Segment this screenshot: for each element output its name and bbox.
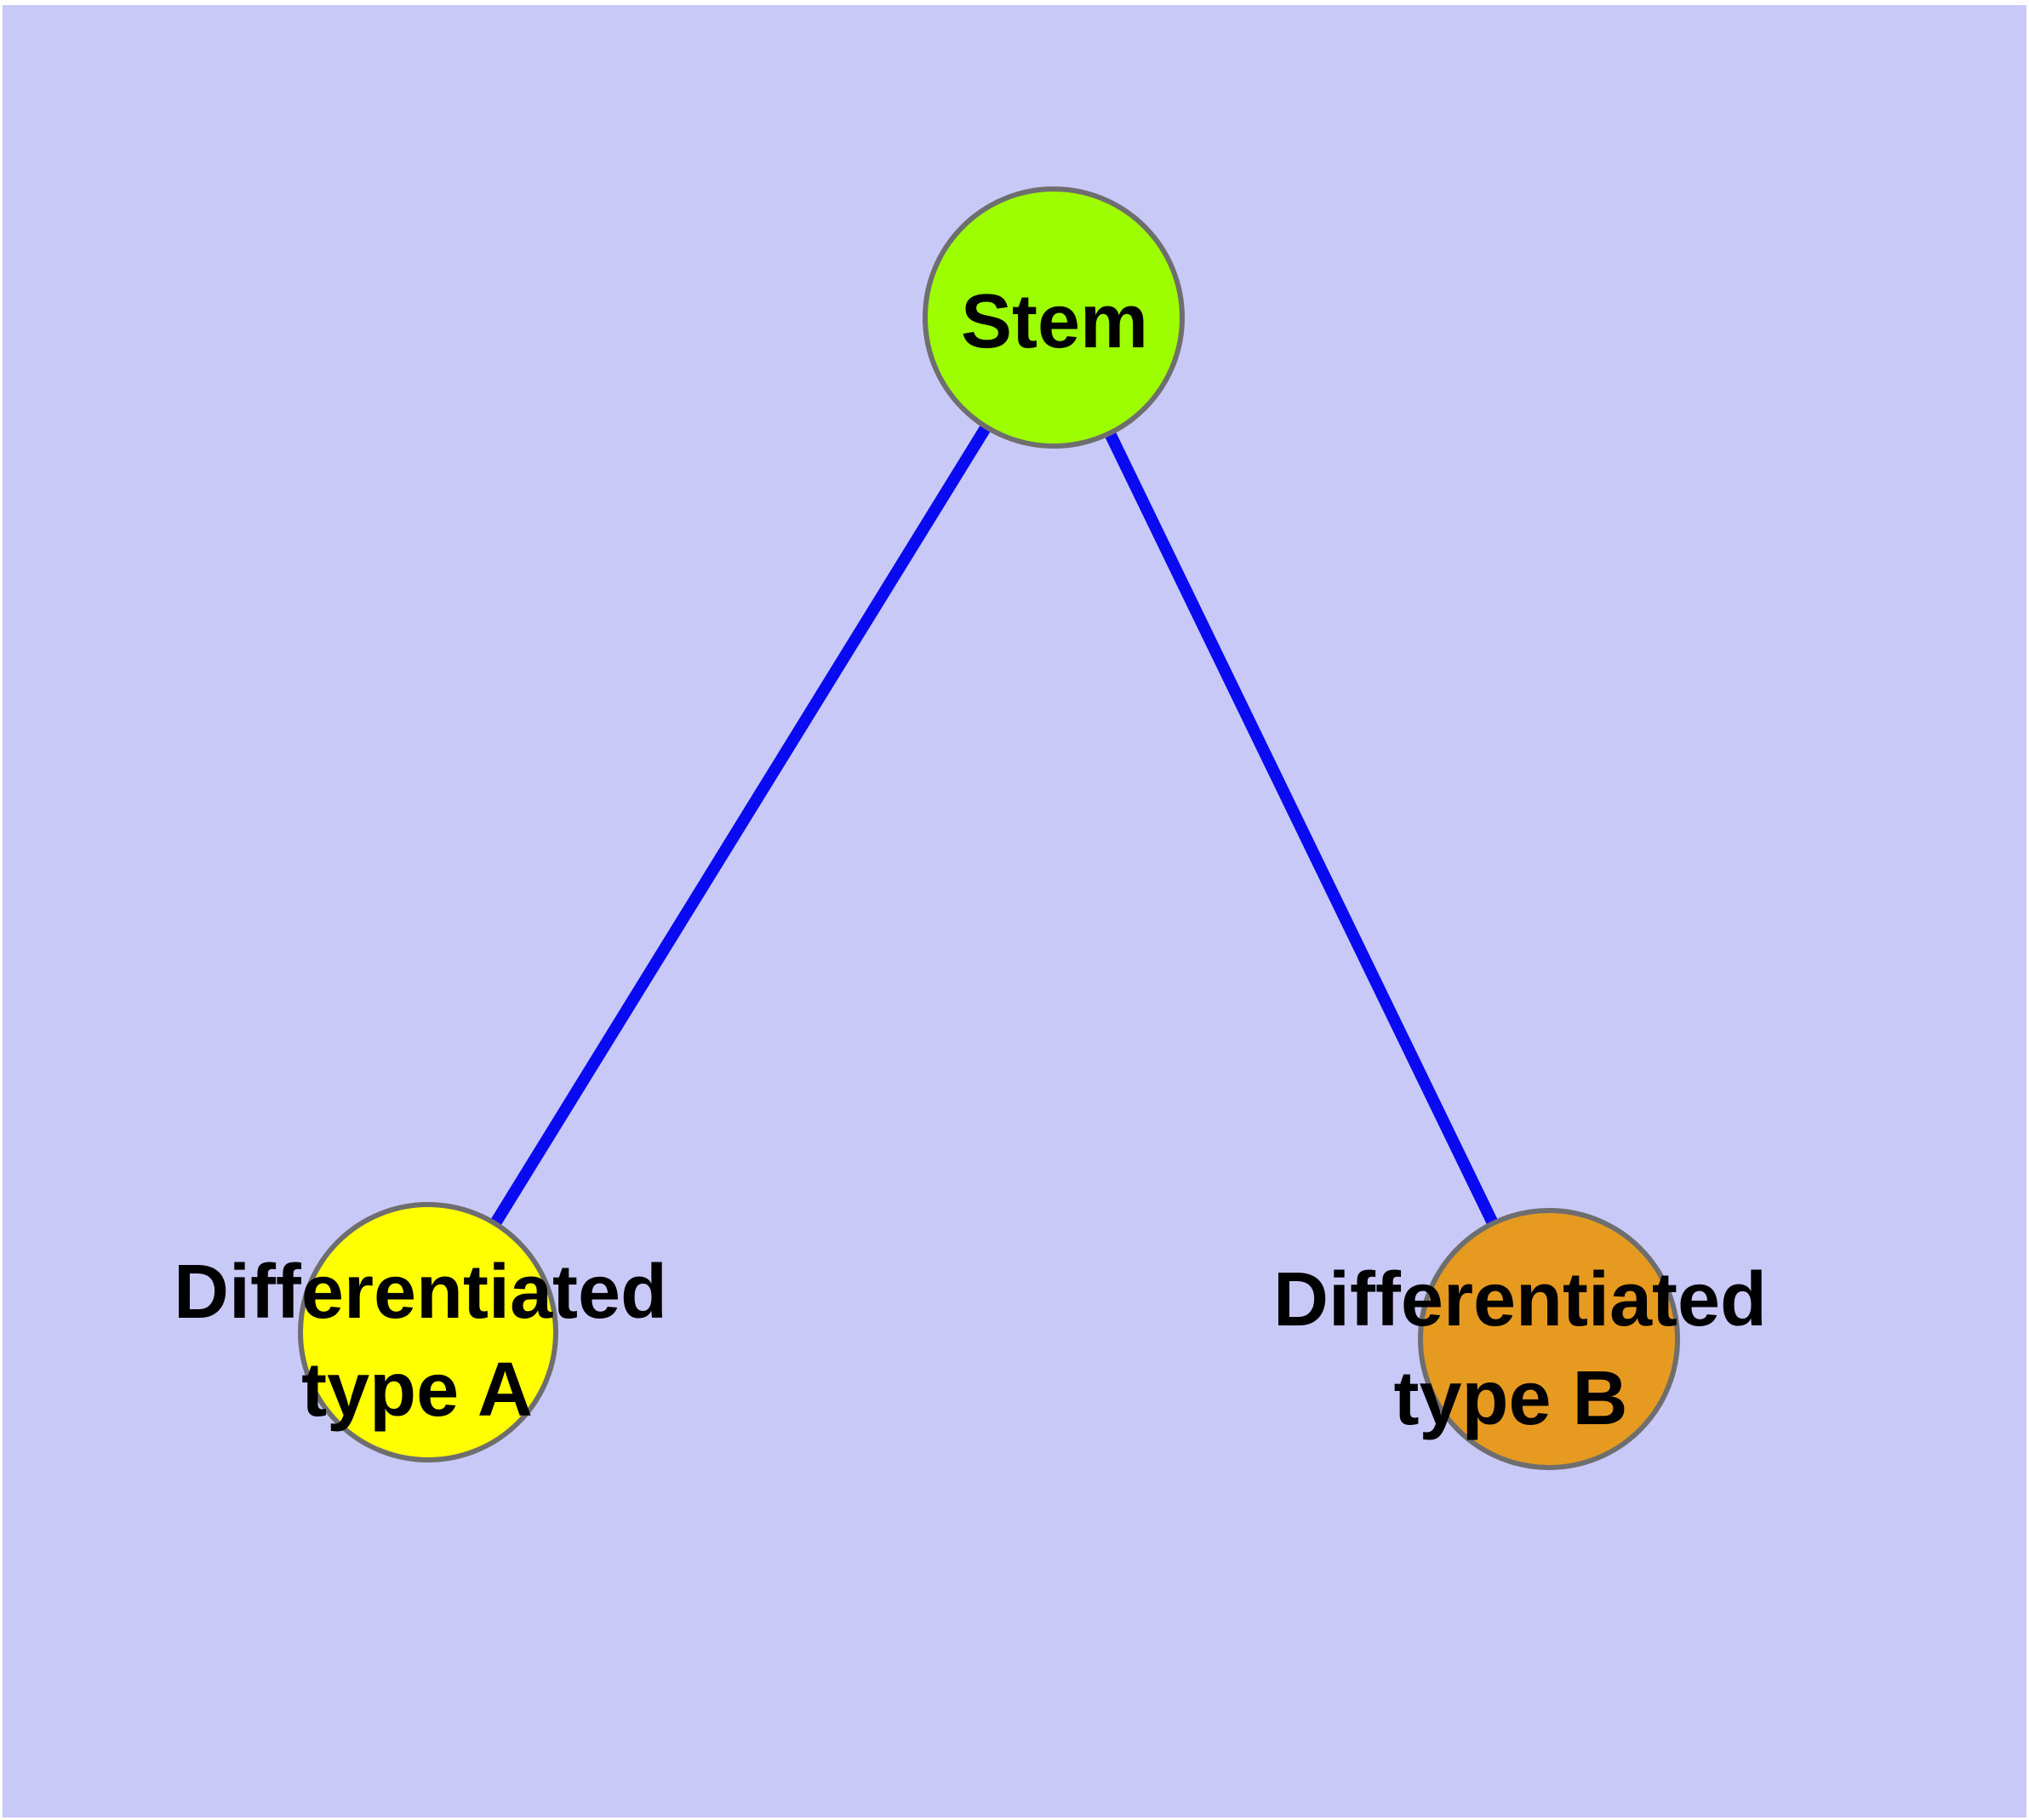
node-type-a-label-line2: type A	[301, 1348, 533, 1433]
edge-stem-to-type-b	[1048, 314, 1555, 1342]
node-differentiated-type-b	[1418, 1208, 1680, 1470]
node-differentiated-type-a	[298, 1202, 558, 1462]
node-stem-label: Stem	[961, 279, 1148, 364]
node-type-b-label-line1: Differentiated	[1273, 1257, 1767, 1342]
edge-stem-to-type-a	[423, 314, 1059, 1336]
node-type-b-label-line2: type B	[1393, 1356, 1627, 1441]
node-stem	[923, 186, 1185, 449]
node-type-a-label-line1: Differentiated	[174, 1250, 667, 1335]
